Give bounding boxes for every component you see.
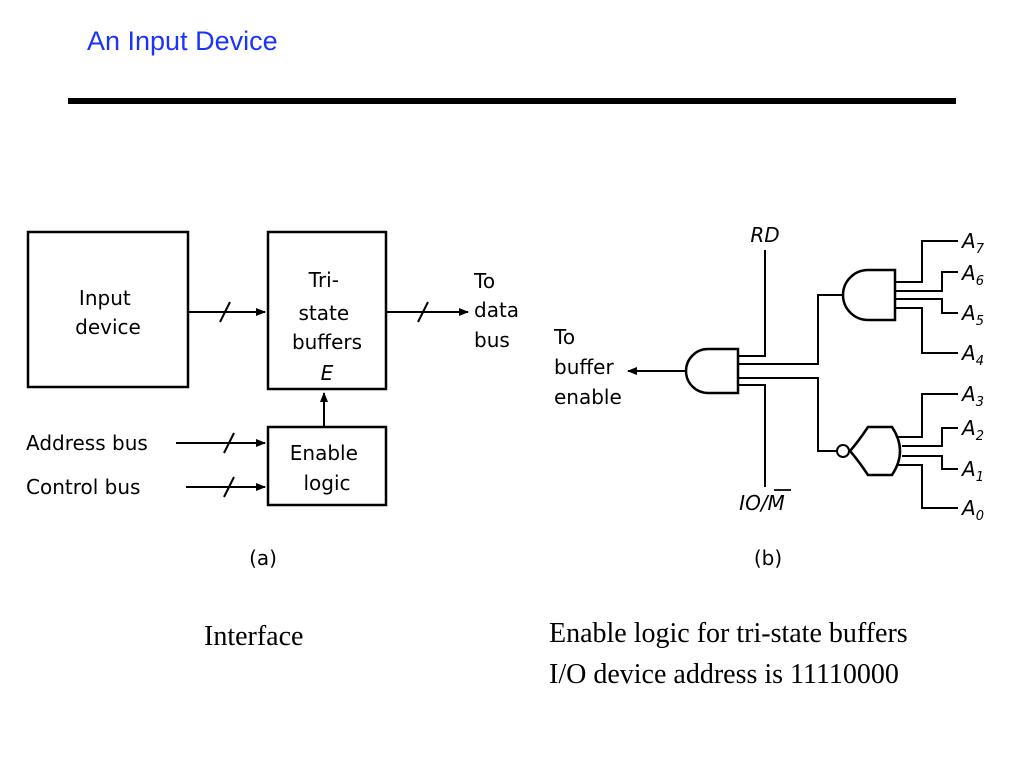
rd-wire	[738, 250, 766, 357]
a3-label: A3	[960, 382, 984, 410]
a0-wire	[898, 464, 958, 509]
enable-logic-box	[266, 425, 388, 507]
control-bus-slash	[223, 476, 235, 498]
to-data-bus-label: To data bus	[473, 269, 525, 352]
main-and-gate	[684, 347, 740, 395]
bus-slash-out	[417, 301, 429, 323]
slide-title: An Input Device	[87, 26, 278, 56]
io-address-caption: I/O device address is 11110000	[549, 659, 899, 690]
enable-logic-label: Enable logic	[290, 441, 364, 495]
input-device-box	[26, 230, 190, 389]
a5-wire	[895, 298, 958, 314]
lower-nor-gate	[848, 425, 902, 477]
enable-pin-label: E	[321, 361, 334, 385]
a1-label: A1	[960, 457, 984, 485]
to-buffer-enable-label: To buffer enable	[553, 325, 622, 409]
a1-wire	[902, 455, 958, 470]
a6-label: A6	[960, 261, 984, 289]
a7-label: A7	[960, 229, 985, 257]
title-divider	[68, 98, 956, 104]
a4-wire	[895, 307, 958, 354]
io-m-label: IO/M	[739, 491, 785, 515]
figure-b-label: (b)	[754, 546, 782, 570]
a6-wire	[895, 271, 958, 292]
control-bus-label: Control bus	[26, 475, 140, 499]
address-bus-label: Address bus	[26, 431, 148, 455]
rd-label: RD	[750, 223, 779, 247]
figure-b: RD To buffer enable IO/M A7 A	[553, 223, 985, 570]
a2-wire	[902, 427, 958, 447]
a5-label: A5	[960, 301, 984, 329]
nor-bubble	[836, 444, 850, 458]
a3-wire	[898, 393, 958, 438]
address-bus-slash	[223, 432, 235, 454]
nor-to-main	[738, 377, 837, 452]
tristate-buffers-box	[266, 230, 388, 391]
a0-label: A0	[960, 496, 984, 524]
figure-a-label: (a)	[249, 546, 277, 570]
input-device-label: Input device	[75, 286, 141, 339]
upper-and-gate	[841, 268, 897, 322]
upper-and-to-main	[738, 294, 843, 365]
bus-slash-in	[219, 301, 231, 323]
interface-caption: Interface	[204, 621, 304, 652]
a2-label: A2	[960, 416, 984, 444]
a4-label: A4	[960, 341, 984, 369]
figure-a: Input device Tri- state buffers E To dat…	[26, 230, 525, 570]
io-m-wire	[738, 384, 766, 487]
a7-wire	[895, 240, 958, 283]
enable-logic-caption: Enable logic for tri-state buffers	[549, 618, 908, 649]
tristate-buffers-label: Tri- state buffers	[292, 268, 362, 354]
